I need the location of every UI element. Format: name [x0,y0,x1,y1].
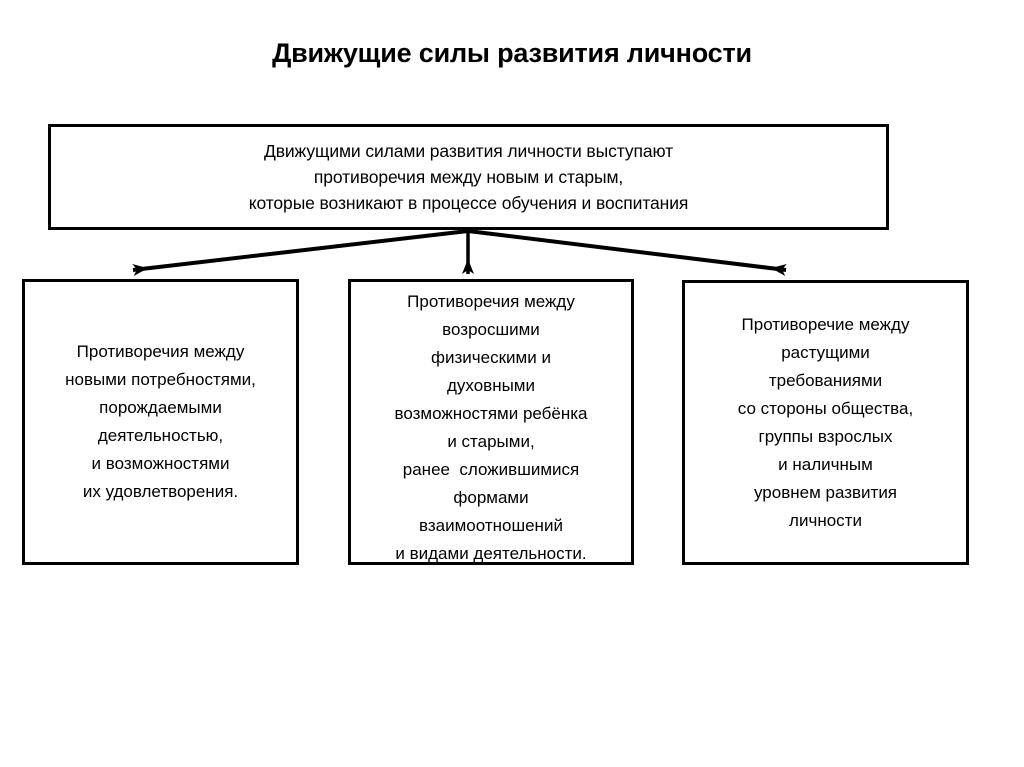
branch-demands-line: требованиями [768,370,883,390]
branch-needs-text: Противоречия между новыми потребностями,… [25,338,296,506]
branch-demands-line: личности [789,510,862,530]
premise-line: противоречия между новым и старым, [313,167,624,187]
branch-capabilities-line: Противоречия между [407,292,575,311]
premise-line: которые возникают в процессе обучения и … [248,193,689,213]
branch-box-demands: Противоречие между растущими требованиям… [682,280,969,565]
premise-box: Движущими силами развития личности высту… [48,124,889,230]
branch-capabilities-line: ранее сложившимися [402,460,580,479]
branch-demands-line: и наличным [778,454,873,474]
branch-needs-line: новыми потребностями, [65,370,256,389]
branch-capabilities-line: и старыми, [447,432,535,451]
branch-demands-line: растущими [781,342,870,362]
branch-capabilities-line: физическими и [431,348,551,367]
page-title: Движущие силы развития личности [272,38,752,68]
branch-capabilities-text: Противоречия между возросшими физическим… [351,288,631,568]
branch-capabilities-line: формами [453,488,529,507]
branch-capabilities-line: взаимоотношений [419,516,563,535]
branch-demands-text: Противоречие между растущими требованиям… [685,311,966,535]
branch-needs-line: и возможностями [91,454,230,473]
branch-demands-line: уровнем развития [753,482,898,502]
branch-box-needs: Противоречия между новыми потребностями,… [22,279,299,565]
branch-demands-line: группы взрослых [758,426,893,446]
arrow-right [467,229,787,276]
arrow-left [132,229,469,276]
branch-needs-line: деятельностью, [97,426,224,445]
branch-demands-line: Противоречие между [741,314,910,334]
branch-capabilities-line: и видами деятельности. [395,544,587,563]
branch-needs-line: порождаемыми [99,398,222,417]
branch-box-capabilities: Противоречия между возросшими физическим… [348,279,634,565]
premise-text: Движущими силами развития личности высту… [51,138,886,216]
branch-demands-line: со стороны общества, [737,398,914,418]
premise-line: Движущими силами развития личности высту… [263,141,674,161]
branch-needs-line: Противоречия между [76,342,245,361]
branch-capabilities-line: возможностями ребёнка [394,404,588,423]
branch-capabilities-line: возросшими [442,320,540,339]
branch-capabilities-line: духовными [446,376,535,395]
branch-needs-line: их удовлетворения. [82,482,239,501]
